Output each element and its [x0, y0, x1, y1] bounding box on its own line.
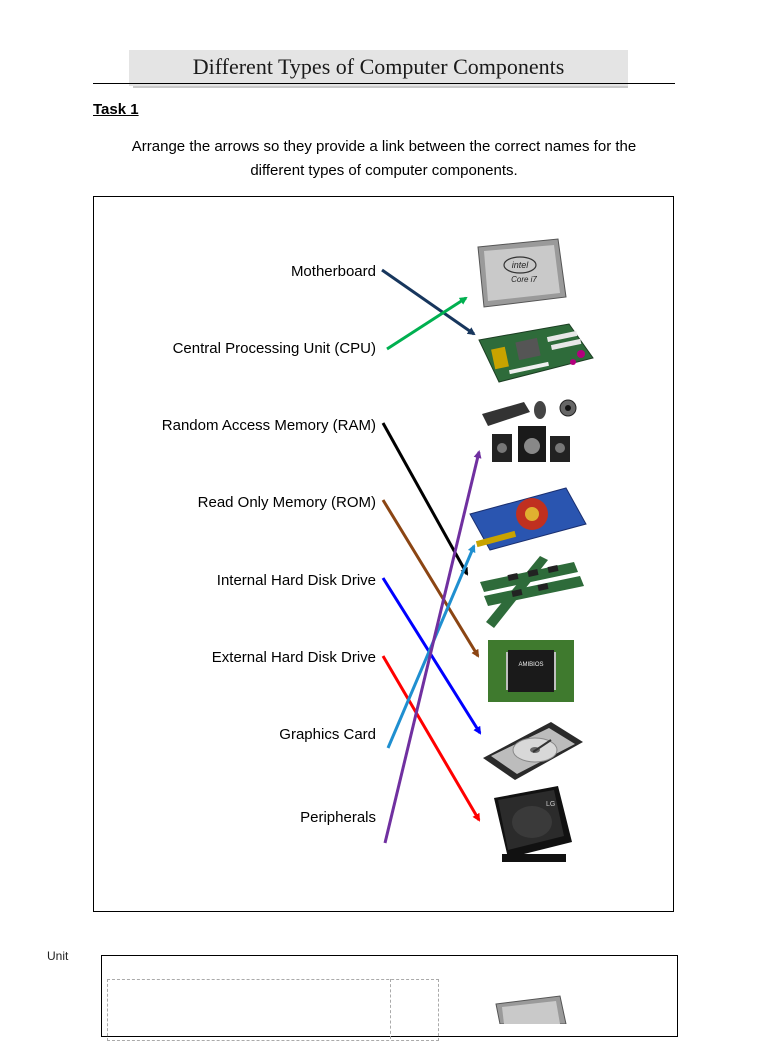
arrow-peripherals[interactable] — [383, 450, 482, 844]
task-heading: Task 1 — [93, 101, 139, 118]
internal-hdd-image — [483, 722, 583, 780]
label-external-hdd: External Hard Disk Drive — [211, 649, 376, 666]
graphics-card-image — [469, 487, 587, 551]
label-graphics-card: Graphics Card — [279, 726, 376, 743]
label-ram: Random Access Memory (RAM) — [161, 417, 376, 434]
arrow-rom[interactable] — [381, 499, 480, 658]
task-instruction: Arrange the arrows so they provide a lin… — [93, 135, 675, 183]
rom-chip-image: AMIBIOS — [488, 640, 574, 702]
instruction-line-2: different types of computer components. — [250, 162, 518, 179]
instruction-line-1: Arrange the arrows so they provide a lin… — [131, 138, 637, 155]
cpu-image: intel Core i7 — [477, 238, 567, 308]
page-title: Different Types of Computer Components — [192, 54, 565, 79]
arrow-external-hdd[interactable] — [381, 655, 481, 822]
label-peripherals: Peripherals — [300, 809, 376, 826]
peripherals-image — [482, 399, 577, 462]
ram-image — [480, 556, 584, 628]
label-internal-hdd: Internal Hard Disk Drive — [216, 572, 376, 589]
title-rule — [93, 83, 675, 84]
external-hdd-logo: LG — [546, 801, 555, 808]
label-rom: Read Only Memory (ROM) — [197, 494, 376, 511]
external-hdd-image: LG — [494, 786, 572, 862]
rom-chip-text: AMIBIOS — [518, 662, 543, 668]
arrow-cpu[interactable] — [386, 296, 468, 351]
matching-frame — [93, 196, 674, 912]
footer-text: Unit — [47, 949, 69, 963]
label-motherboard: Motherboard — [290, 263, 376, 280]
arrow-ram[interactable] — [381, 422, 469, 576]
next-page-dashed-divider — [390, 979, 392, 1039]
label-cpu: Central Processing Unit (CPU) — [172, 340, 376, 357]
arrow-motherboard[interactable] — [381, 268, 476, 336]
title-banner: Different Types of Computer Components — [129, 50, 628, 86]
title-shadow — [133, 86, 628, 88]
cpu-model-text: Core i7 — [511, 275, 537, 284]
cpu-logo-text: intel — [512, 260, 530, 270]
motherboard-image — [478, 323, 594, 383]
next-page-cpu-image — [495, 995, 567, 1024]
